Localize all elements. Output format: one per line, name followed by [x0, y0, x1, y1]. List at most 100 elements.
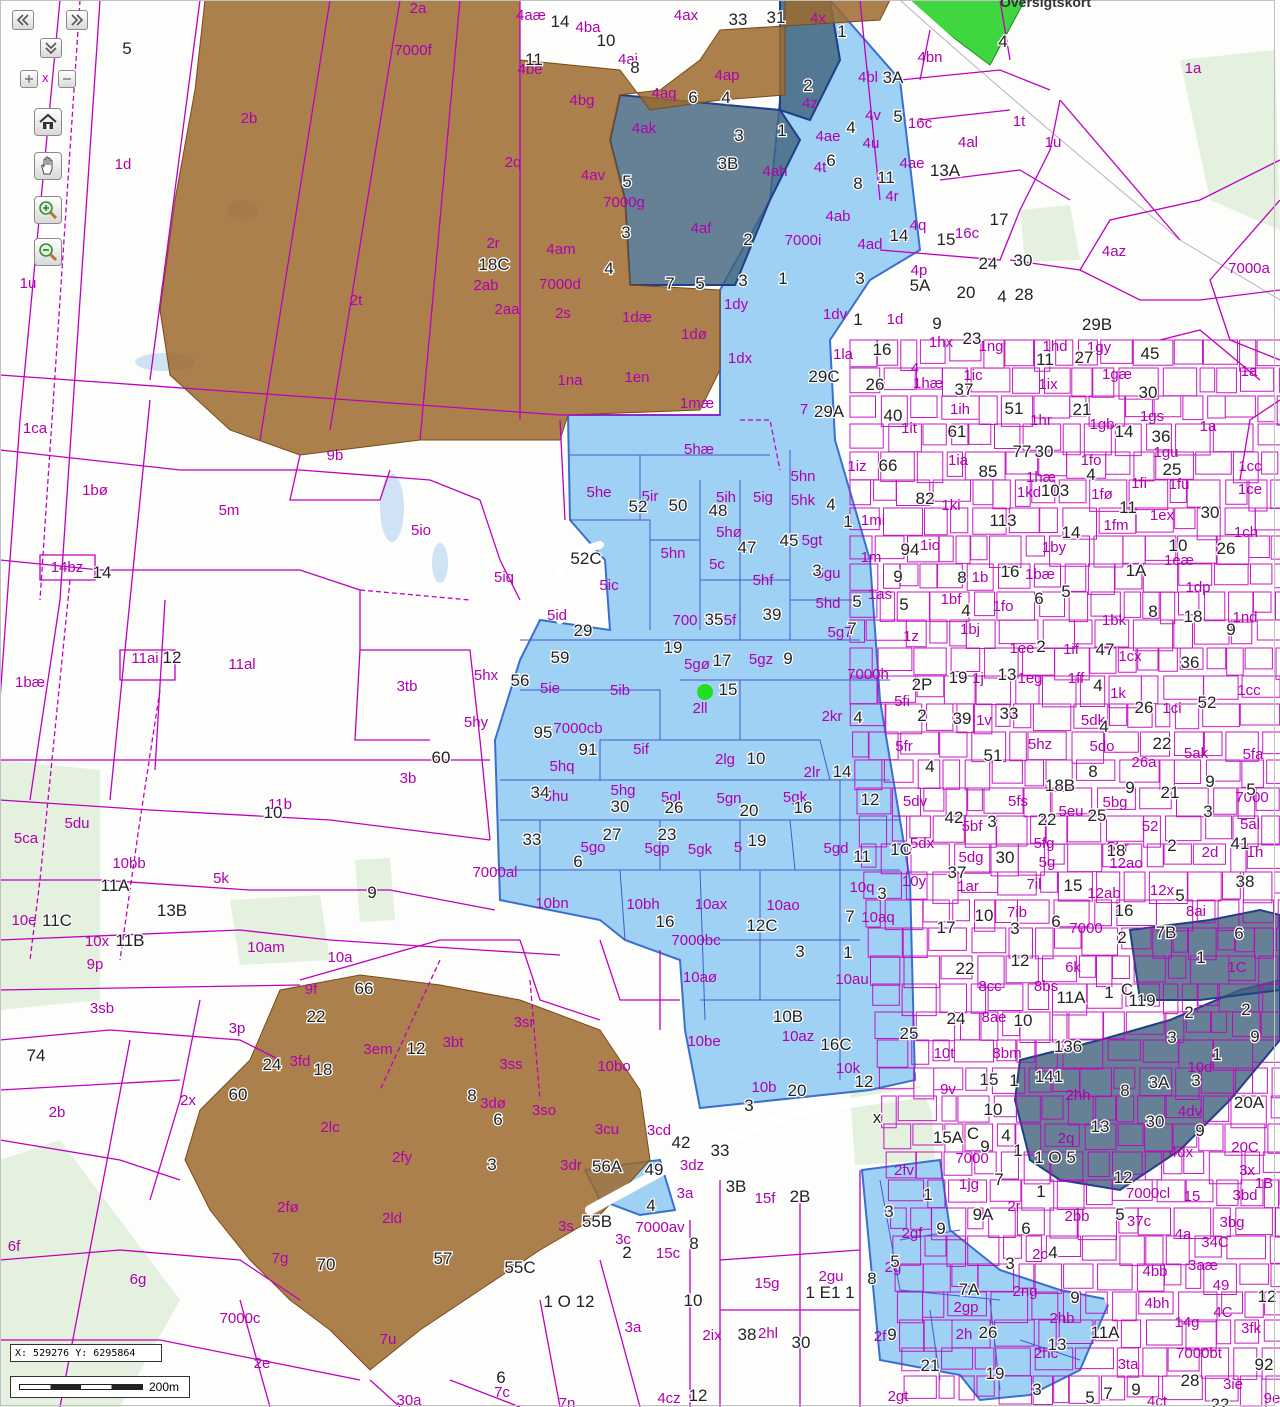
parcel-label: 5ig: [753, 489, 773, 506]
collapse-toolbar-button[interactable]: [58, 70, 76, 88]
parcel-label: 2aa: [494, 301, 520, 318]
parcel-label: 2c: [1032, 1246, 1048, 1263]
address-label: 2: [1167, 836, 1176, 855]
parcel-label: 5br: [1107, 839, 1129, 856]
pan-down-button[interactable]: [40, 38, 62, 58]
parcel-label: 1a: [1200, 418, 1217, 435]
parcel-label: 4C: [1213, 1304, 1232, 1321]
address-label: 30: [792, 1333, 811, 1352]
address-label: 8: [467, 1086, 476, 1105]
address-label: 24: [263, 1055, 282, 1074]
parcel-label: 5eu: [1058, 803, 1083, 820]
address-label: 37: [948, 863, 967, 882]
parcel-label: 4t: [814, 159, 827, 176]
parcel-label: 7: [800, 401, 808, 418]
address-label: 4: [1099, 717, 1108, 736]
home-button[interactable]: [34, 108, 62, 136]
parcel-label: 2b: [49, 1104, 66, 1121]
address-label: 24: [947, 1009, 966, 1028]
address-label: 8: [1120, 1081, 1129, 1100]
address-label: 16C: [820, 1035, 851, 1054]
address-label: 9: [893, 567, 902, 586]
address-label: 66: [879, 456, 898, 475]
parcel-label: 5: [734, 839, 742, 856]
parcel-label: 4al: [958, 134, 978, 151]
parcel-label: 7ib: [1007, 904, 1027, 921]
zoom-in-button[interactable]: [34, 196, 62, 224]
address-label: 25: [1088, 806, 1107, 825]
parcel-label: 5g: [1039, 854, 1056, 871]
address-label: C: [967, 1124, 979, 1143]
parcel-label: 1mi: [861, 512, 885, 529]
parcel-label: 4bl: [858, 69, 878, 86]
parcel-label: 10bb: [112, 855, 145, 872]
parcel-label: 5bf: [962, 818, 984, 835]
parcel-label: 5fr: [895, 738, 913, 755]
parcel-label: 1ki: [941, 497, 960, 514]
address-label: 28: [1015, 285, 1034, 304]
address-label: 103: [1041, 481, 1069, 500]
parcel-label: 7000a: [1228, 260, 1270, 277]
address-label: 14: [833, 762, 852, 781]
address-label: 7: [665, 274, 674, 293]
parcel-label: 8cc: [978, 978, 1002, 995]
address-label: 4: [925, 757, 934, 776]
home-icon: [39, 113, 57, 129]
parcel-label: 4x: [810, 10, 826, 27]
parcel-label: 1ee: [1009, 640, 1034, 657]
address-label: 7: [845, 907, 854, 926]
address-label: 94: [901, 540, 920, 559]
parcel-label: 4dx: [1169, 1144, 1194, 1161]
parcel-label: 2r: [1007, 1198, 1020, 1215]
address-label: 13: [998, 665, 1017, 684]
parcel-label: 1dx: [728, 350, 753, 367]
location-marker[interactable]: [697, 684, 713, 700]
pan-left-button[interactable]: [12, 10, 34, 30]
pan-tool-button[interactable]: [34, 152, 62, 180]
address-label: 4: [1001, 1126, 1010, 1145]
address-label: 66: [355, 979, 374, 998]
parcel-label: 7000: [955, 1150, 988, 1167]
address-label: 4: [846, 118, 855, 137]
parcel-label: 14bz: [51, 559, 84, 576]
address-label: 2: [803, 76, 812, 95]
address-label: 10: [747, 749, 766, 768]
address-label: 2: [917, 706, 926, 725]
parcel-label: 3dø: [480, 1095, 506, 1112]
expand-toolbar-button[interactable]: [20, 70, 38, 88]
parcel-label: 3cd: [647, 1122, 671, 1139]
address-label: 16: [1115, 901, 1134, 920]
parcel-label: 10ao: [766, 897, 799, 914]
parcel-label: 1dø: [681, 326, 707, 343]
address-label: 36: [1152, 427, 1171, 446]
address-label: 33: [729, 10, 748, 29]
parcel-label: 1d: [115, 156, 132, 173]
address-label: 28: [1181, 1371, 1200, 1390]
parcel-label: 4bg: [569, 92, 594, 109]
address-label: 1: [843, 943, 852, 962]
pan-right-button[interactable]: [66, 10, 88, 30]
parcel-label: 1as: [868, 586, 892, 603]
address-label: 5: [1175, 886, 1184, 905]
parcel-label: 5he: [586, 484, 611, 501]
parcel-label: 5hq: [549, 758, 574, 775]
address-label: 1: [837, 22, 846, 41]
address-label: 5: [1246, 780, 1255, 799]
address-label: 2B: [790, 1187, 811, 1206]
parcel-label: 2a: [410, 0, 427, 17]
address-label: 4: [604, 259, 613, 278]
address-label: 57: [434, 1249, 453, 1268]
address-label: 2: [743, 230, 752, 249]
address-label: 20: [740, 801, 759, 820]
parcel-label: 2kr: [822, 708, 843, 725]
parcel-label: 5c: [709, 556, 725, 573]
parcel-label: 5gd: [823, 840, 848, 857]
address-label: 1A: [1126, 561, 1147, 580]
address-label: 3: [734, 126, 743, 145]
parcel-label: 2gt: [888, 1388, 910, 1405]
parcel-label: 1dæ: [622, 309, 652, 326]
address-label: 34: [531, 783, 550, 802]
zoom-out-button[interactable]: [34, 238, 62, 266]
